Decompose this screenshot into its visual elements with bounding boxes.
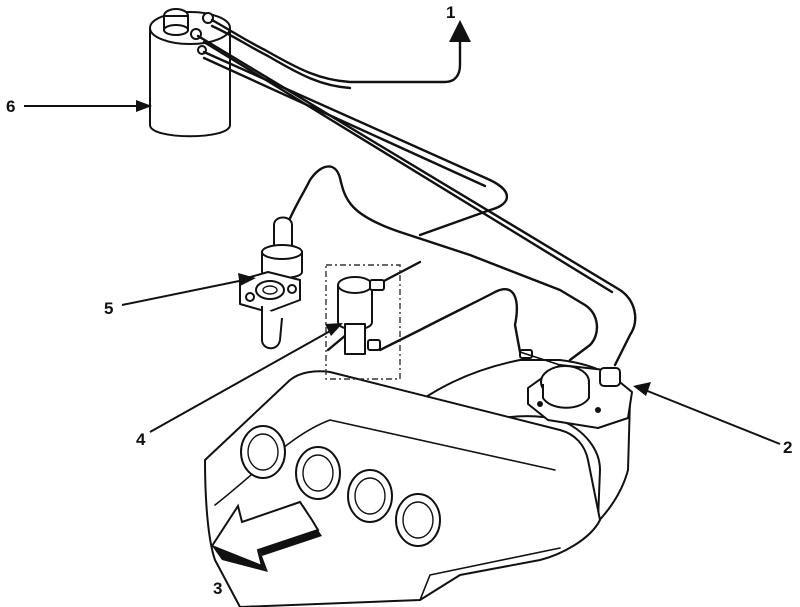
callout-3-label: 3 [213,579,223,598]
vacuum-hoses [196,18,637,367]
callout-2-label: 2 [783,438,793,457]
callout-1-label: 1 [446,3,456,22]
callout-6-label: 6 [6,97,16,116]
callout-leaders [24,20,781,445]
callout-5-label: 5 [104,299,114,318]
purge-control-valve-icon [239,216,303,350]
throttle-body-icon [519,349,633,429]
front-direction-arrow-icon [210,500,322,572]
callout-4-label: 4 [136,430,146,449]
solenoid-valve-icon [325,264,401,380]
